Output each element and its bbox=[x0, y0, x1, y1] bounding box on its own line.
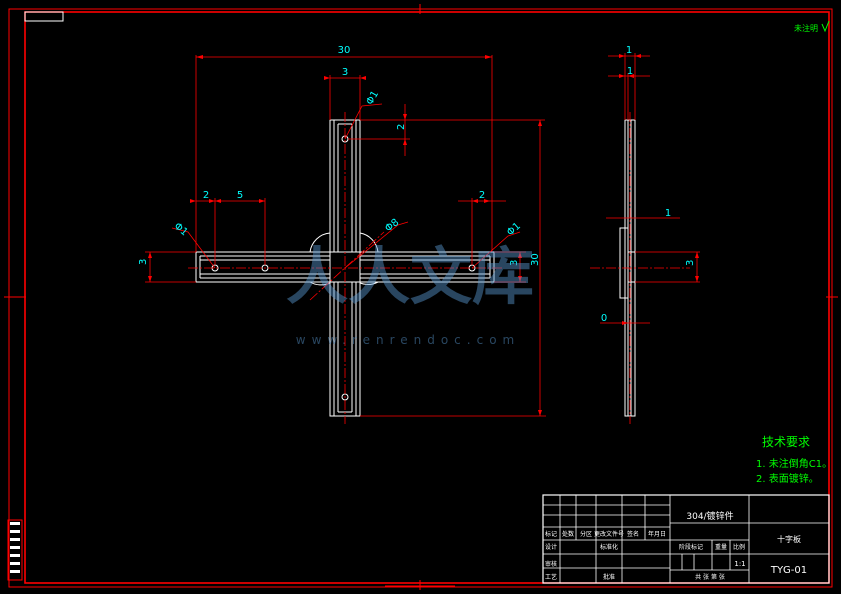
dim-step: 1 bbox=[665, 208, 671, 219]
tb-label-standardization: 标准化 bbox=[600, 543, 618, 551]
tb-label-weight: 重量 bbox=[715, 543, 727, 551]
tb-label-approval: 批准 bbox=[603, 573, 615, 581]
watermark-text: 人人文库 bbox=[286, 240, 534, 313]
dim-side-height: 3 bbox=[685, 260, 696, 266]
drawing-frame bbox=[4, 4, 838, 590]
tb-label-stage: 阶段标记 bbox=[679, 543, 703, 551]
side-centerlines bbox=[590, 112, 690, 424]
dim-zero: 0 bbox=[601, 313, 607, 324]
side-dimension-arrows bbox=[619, 54, 699, 325]
tb-header-change-doc: 更改文件号 bbox=[594, 530, 624, 538]
left-revision-strip bbox=[7, 519, 23, 581]
tech-req-title: 技术要求 bbox=[762, 435, 810, 449]
tb-header-mark: 标记 bbox=[545, 530, 557, 538]
dim-top-hole-offset: 2 bbox=[396, 124, 407, 130]
side-dimension-lines bbox=[600, 53, 700, 324]
corner-mark-text: 未注明 bbox=[794, 23, 818, 33]
side-view: 1 1 1 3 0 bbox=[590, 45, 700, 424]
tb-header-zone: 分区 bbox=[580, 530, 592, 538]
dim-thickness-second: 1 bbox=[627, 66, 633, 77]
dim-overall-height: 30 bbox=[530, 253, 541, 266]
technical-requirements: 技术要求 1. 未注倒角C1。 2. 表面镀锌。 bbox=[756, 435, 832, 485]
dim-arm-width: 3 bbox=[342, 67, 348, 78]
dim-right-arm-height: 3 bbox=[509, 260, 520, 266]
side-dimension-texts: 1 1 1 3 0 bbox=[601, 45, 696, 324]
dim-right-edge-offset: 2 bbox=[479, 190, 485, 201]
roughness-symbol-icon bbox=[821, 20, 830, 33]
title-block: 标记 处数 分区 更改文件号 签名 年月日 设计 审核 工艺 标准化 批准 阶段… bbox=[542, 494, 830, 584]
dim-overall-width: 30 bbox=[338, 45, 351, 56]
tb-material: 304/镀锌件 bbox=[686, 510, 733, 522]
tech-req-item-2: 2. 表面镀锌。 bbox=[756, 472, 819, 485]
horizontal-arm bbox=[195, 251, 495, 283]
tb-scale-value: 1:1 bbox=[734, 560, 745, 568]
tech-req-item-1: 1. 未注倒角C1。 bbox=[756, 457, 832, 470]
watermark-url: www.renrendoc.com bbox=[296, 333, 520, 347]
tb-header-count: 处数 bbox=[562, 530, 574, 538]
tb-label-review: 审核 bbox=[545, 560, 557, 568]
dimension-lines bbox=[145, 55, 546, 417]
tb-part-name: 十字板 bbox=[777, 534, 801, 544]
tb-drawing-number: TYG-01 bbox=[770, 565, 807, 576]
dim-left-hole-spacing: 5 bbox=[237, 190, 243, 201]
front-dimension-texts: 30 3 Φ1 2 2 5 Φ1 Φ8 Φ1 2 3 3 30 bbox=[138, 45, 541, 266]
tb-label-design: 设计 bbox=[545, 543, 557, 551]
tb-label-process: 工艺 bbox=[545, 573, 557, 581]
dim-left-arm-height: 3 bbox=[138, 259, 149, 265]
tb-label-scale: 比例 bbox=[733, 543, 745, 551]
dim-thickness-top: 1 bbox=[626, 45, 632, 56]
tb-sheet-info: 共 张 第 张 bbox=[695, 573, 725, 581]
dimension-arrows bbox=[148, 55, 542, 416]
watermark: 人人文库 www.renrendoc.com bbox=[286, 240, 534, 347]
dim-left-edge-offset: 2 bbox=[203, 190, 209, 201]
front-view: 30 3 Φ1 2 2 5 Φ1 Φ8 Φ1 2 3 3 30 bbox=[138, 45, 546, 424]
tb-header-date: 年月日 bbox=[648, 530, 666, 538]
tb-header-signature: 签名 bbox=[627, 530, 639, 538]
drawing-number-box bbox=[24, 11, 64, 22]
